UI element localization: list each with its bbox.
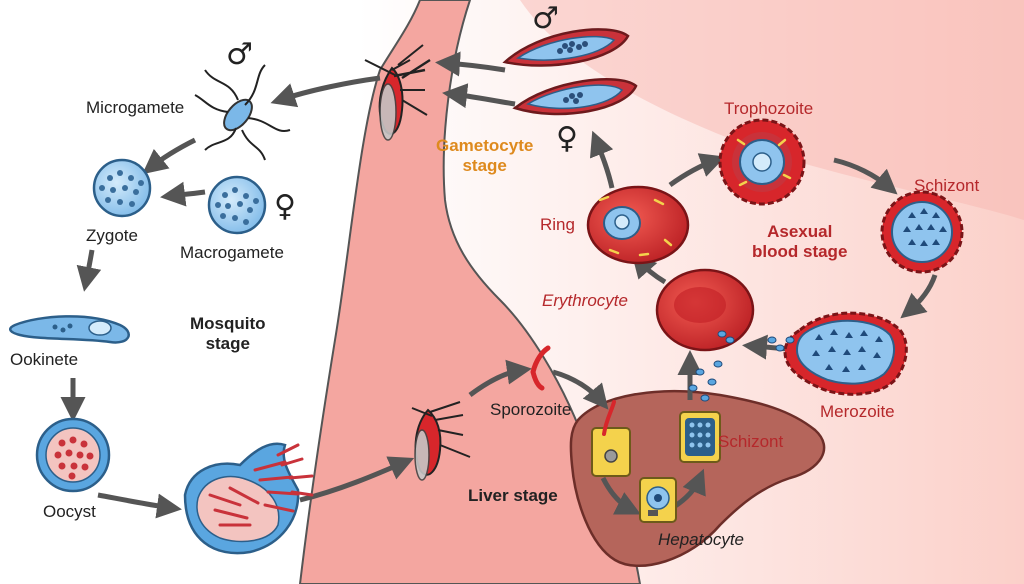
macrogamete-cell xyxy=(207,175,267,235)
label-erythrocyte: Erythrocyte xyxy=(542,291,628,310)
label-liver-schizont: Schizont xyxy=(718,432,784,451)
mosquito-feeding-top xyxy=(364,44,431,141)
liver-schizont-cell xyxy=(679,411,721,463)
sporozoite-cell xyxy=(530,345,551,391)
female-symbol-gametocyte: ♀ xyxy=(556,121,578,156)
label-ring: Ring xyxy=(540,215,575,234)
label-ookinete: Ookinete xyxy=(10,350,79,369)
female-gametocyte xyxy=(512,78,638,116)
label-gametocyte-stage: Gametocyte stage xyxy=(436,136,534,175)
hepatocyte-infected-left xyxy=(591,400,631,477)
erythrocyte-cell xyxy=(655,268,755,352)
label-blood-schizont: Schizont xyxy=(914,176,980,195)
oocyst-cell xyxy=(35,417,111,493)
male-symbol-gametocyte: ♂ xyxy=(532,1,559,36)
label-merozoite: Merozoite xyxy=(820,402,895,421)
mosquito-feeding-bottom xyxy=(411,401,471,481)
label-liver-stage: Liver stage xyxy=(468,486,558,505)
ruptured-oocyst xyxy=(183,442,314,555)
label-trophozoite: Trophozoite xyxy=(724,99,814,118)
ookinete-cell xyxy=(9,315,130,344)
label-macrogamete: Macrogamete xyxy=(180,243,284,262)
merozoite-burst-cell xyxy=(767,311,908,396)
trophozoite-cell xyxy=(718,118,806,206)
zygote-cell xyxy=(92,158,152,218)
female-symbol-macrogamete: ♀ xyxy=(274,189,296,224)
blood-schizont-cell xyxy=(880,190,964,274)
label-oocyst: Oocyst xyxy=(43,502,96,521)
label-hepatocyte: Hepatocyte xyxy=(658,530,744,549)
label-asexual-blood-stage: Asexual blood stage xyxy=(752,222,848,261)
label-mosquito-stage: Mosquito stage xyxy=(190,314,266,353)
male-gametocyte xyxy=(502,28,630,67)
male-symbol-microgamete: ♂ xyxy=(226,37,253,72)
hepatocyte-developing xyxy=(639,477,677,523)
microgamete-cell xyxy=(194,64,291,161)
human-cycle-arrows xyxy=(435,51,938,515)
ring-stage-cell xyxy=(586,185,690,265)
label-sporozoite: Sporozoite xyxy=(490,400,572,419)
released-merozoites xyxy=(688,360,723,402)
label-zygote: Zygote xyxy=(86,226,138,245)
mosquito-cycle-arrows xyxy=(60,75,415,519)
label-microgamete: Microgamete xyxy=(86,98,185,117)
